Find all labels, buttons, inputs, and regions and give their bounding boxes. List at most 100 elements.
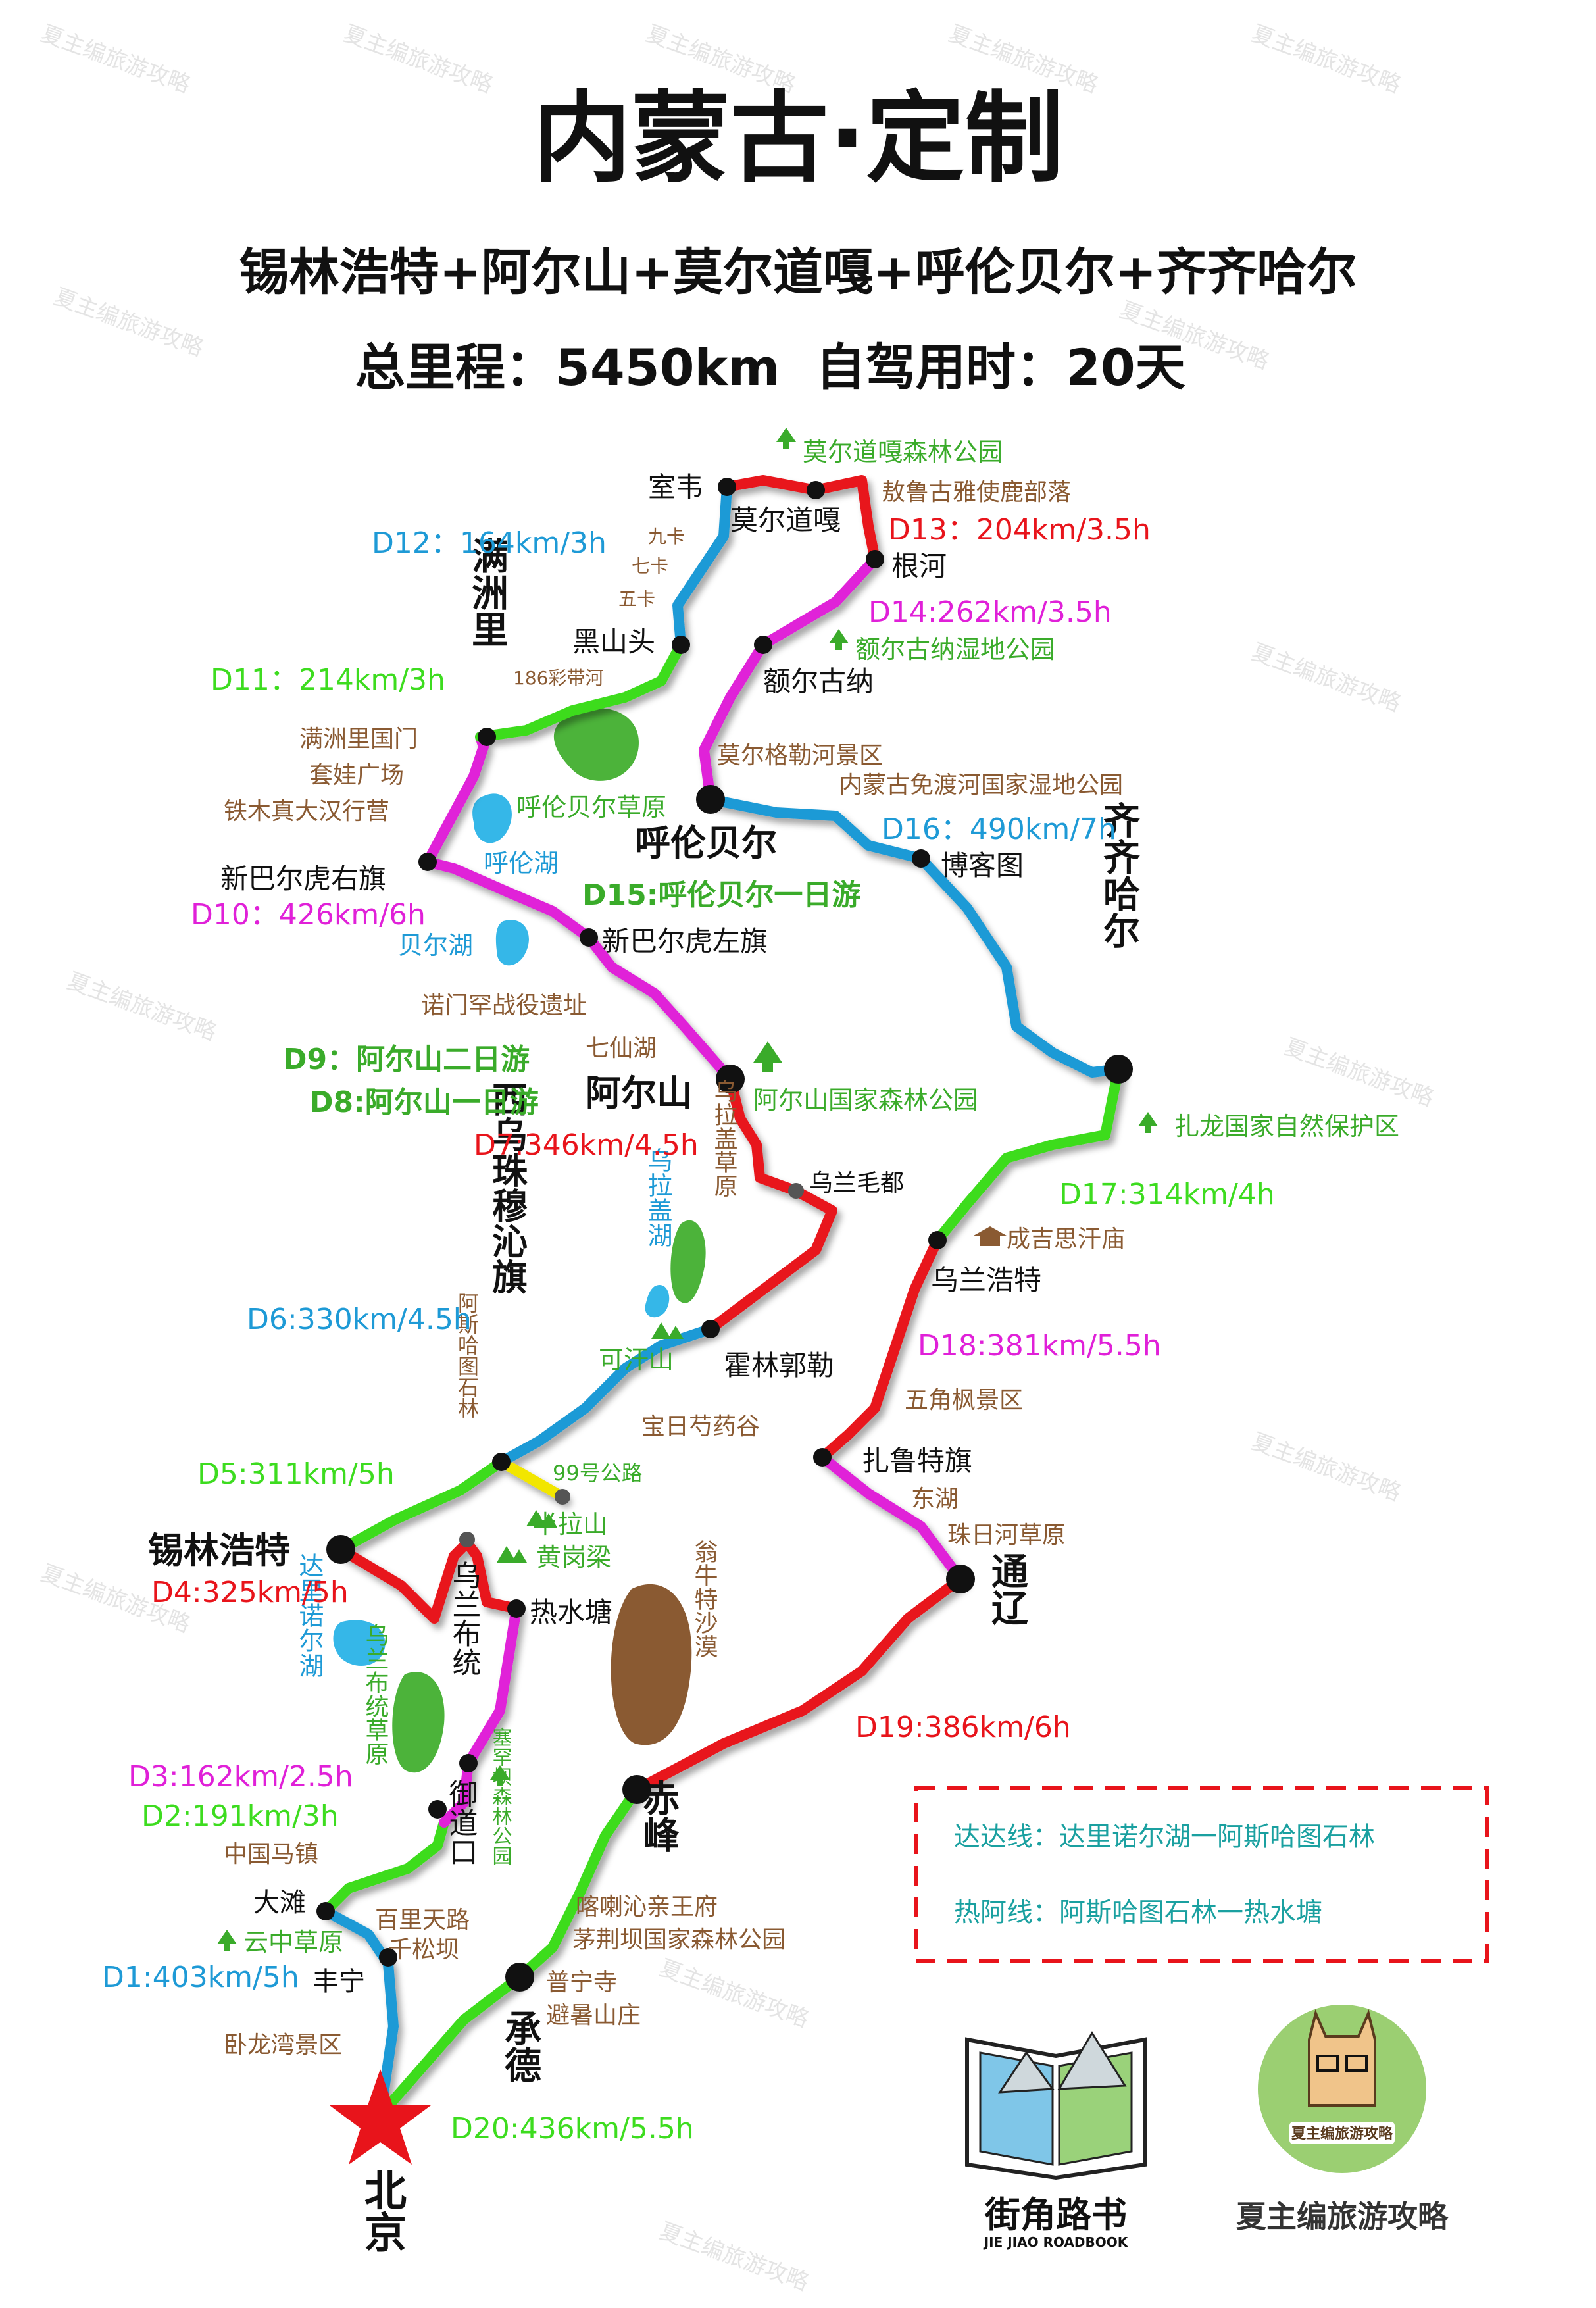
hulunbuir-grassland-shape	[553, 708, 639, 781]
scenic-wuka: 五卡	[618, 588, 655, 610]
day-d7: D7:346km/4.5h	[474, 1128, 699, 1162]
node-xiwu	[492, 1453, 511, 1471]
logo-jiejiao: 街角路书 JIE JIAO ROADBOOK	[965, 2031, 1147, 2250]
route-d12	[672, 482, 732, 650]
city-labels: 北京 承德 赤峰 通辽 锡林浩特 西乌珠穆沁旗 阿尔山 呼伦贝尔 满洲里 齐齐哈…	[148, 537, 1140, 2253]
city-xiwu: 西乌珠穆沁旗	[486, 1081, 528, 1294]
route-d14	[699, 554, 880, 805]
scenic-mianduhe: 内蒙古免渡河国家湿地公园	[839, 772, 1123, 799]
route-d16	[705, 794, 1124, 1078]
map-subtitle: 锡林浩特+阿尔山+莫尔道嘎+呼伦贝尔+齐齐哈尔	[239, 243, 1357, 301]
park-zhalong: 扎龙国家自然保护区	[1174, 1112, 1399, 1141]
route-road99	[496, 1457, 568, 1502]
scenic-qixianhu: 七仙湖	[586, 1035, 657, 1062]
legend-dada: 达达线：达里诺尔湖一阿斯哈图石林	[954, 1822, 1375, 1852]
scenic-tiemuzhen: 铁木真大汉行营	[224, 798, 389, 825]
town-genhe: 根河	[891, 550, 947, 582]
day-labels: D1:403km/5h D2:191km/3h D3:162km/2.5h D4…	[102, 513, 1275, 2145]
route-d2	[320, 1817, 449, 1917]
node-banlashan	[555, 1489, 570, 1505]
town-yudaokou: 御道口	[444, 1779, 478, 1866]
route-d4	[336, 1538, 522, 1624]
alpaca-icon	[1308, 2009, 1376, 2107]
park-yunzhong: 云中草原	[243, 1928, 343, 1957]
town-reshuitang: 热水塘	[530, 1596, 612, 1628]
route-d6	[496, 1324, 716, 1467]
lake-hulun: 呼伦湖	[484, 849, 559, 878]
node-layer	[316, 478, 1133, 1992]
node-yudaokou	[428, 1800, 447, 1819]
day-d2: D2:191km/3h	[141, 1799, 339, 1833]
scenic-caidai: 186彩带河	[513, 667, 603, 689]
node-moerdaoga	[807, 481, 825, 499]
scenic-wolongwan: 卧龙湾景区	[224, 2032, 342, 2059]
scenic-chengjisi: 成吉思汗庙	[1007, 1226, 1125, 1253]
node-datan	[316, 1902, 335, 1920]
node-erguna	[754, 636, 772, 654]
scenic-ashihatu: 阿斯哈图石林	[455, 1292, 480, 1418]
city-xilinhot: 锡林浩特	[148, 1530, 290, 1571]
node-wulanbutong	[459, 1754, 478, 1772]
wulagai-lake-shape	[645, 1285, 670, 1318]
tree-icon	[776, 428, 796, 449]
scenic-manzhouli-gate: 满洲里国门	[299, 726, 418, 753]
beijing-star-icon	[330, 2069, 431, 2165]
day-d12: D12：164km/3h	[372, 526, 607, 560]
scenic-wujiaofeng: 五角枫景区	[905, 1387, 1023, 1414]
svg-text:夏主编旅游攻略: 夏主编旅游攻略	[64, 968, 220, 1046]
town-fengning: 丰宁	[312, 1967, 365, 1997]
node-xinbaerhuyouqi	[418, 853, 437, 871]
town-heishantou: 黑山头	[572, 626, 655, 658]
route-d18	[817, 1235, 943, 1463]
scenic-baili: 百里天路	[375, 1907, 470, 1934]
day-d6: D6:330km/4.5h	[247, 1303, 472, 1336]
tree-icon	[829, 629, 849, 650]
node-ashihatu	[459, 1532, 475, 1547]
city-hulunbuir: 呼伦贝尔	[635, 822, 777, 864]
node-zhaluteqi	[813, 1448, 832, 1467]
lake-labels: 呼伦湖 贝尔湖 乌拉盖湖 达里诺尔湖	[295, 849, 672, 1678]
dalinuoer-lake-shape	[333, 1620, 386, 1666]
day-d17: D17:314km/4h	[1059, 1178, 1275, 1211]
day-d19: D19:386km/6h	[855, 1711, 1071, 1744]
day-d20: D20:436km/5.5h	[451, 2112, 694, 2145]
tree-icon	[217, 1930, 237, 1951]
node-genhe	[866, 550, 884, 568]
scenic-aoluguya: 敖鲁古雅使鹿部落	[882, 479, 1071, 506]
town-huolinguole: 霍林郭勒	[724, 1349, 834, 1382]
svg-text:夏主编旅游攻略: 夏主编旅游攻略	[51, 284, 207, 362]
town-moerdaoga: 莫尔道嘎	[730, 504, 841, 536]
svg-text:夏主编旅游攻略: 夏主编旅游攻略	[1248, 1428, 1404, 1507]
node-hulunbuir	[696, 785, 725, 814]
scenic-qika: 七卡	[632, 555, 668, 577]
buir-lake-shape	[495, 920, 529, 966]
day-d1: D1:403km/5h	[102, 1961, 299, 1994]
scenic-puning: 普宁寺	[546, 1969, 617, 1996]
node-heishantou	[672, 636, 690, 654]
node-xilinhot	[326, 1535, 355, 1564]
legend-rea: 热阿线：阿斯哈图石林一热水塘	[954, 1897, 1322, 1928]
day-d11: D11：214km/3h	[211, 663, 445, 697]
day-d5: D5:311km/5h	[197, 1457, 395, 1491]
town-xinbaerhuyouqi: 新巴尔虎右旗	[220, 863, 386, 895]
park-labels: 莫尔道嘎森林公园 额尔古纳湿地公园 呼伦贝尔草原 阿尔山国家森林公园 扎龙国家自…	[243, 438, 1399, 1957]
logo-xiazhu-badge: 夏主编旅游攻略	[1291, 2125, 1393, 2142]
town-labels: 丰宁 大滩 御道口 乌兰布统 热水塘 霍林郭勒 乌兰毛都 新巴尔虎左旗 新巴尔虎…	[220, 471, 1041, 1997]
route-d11a	[422, 732, 489, 867]
city-manzhouli: 满洲里	[466, 537, 509, 647]
city-chengde: 承德	[499, 2009, 541, 2083]
town-zhaluteqi: 扎鲁特旗	[862, 1445, 972, 1477]
tree-icon	[753, 1041, 782, 1072]
scenic-maojingba: 茅荆坝国家森林公园	[572, 1926, 786, 1953]
node-wulanhaote	[928, 1231, 947, 1249]
route-layer	[320, 475, 1124, 2120]
svg-text:夏主编旅游攻略: 夏主编旅游攻略	[340, 20, 496, 99]
route-d20	[375, 1784, 642, 2120]
node-wulanmaodu	[788, 1183, 804, 1199]
scenic-nuomenhan: 诺门罕战役遗址	[421, 992, 587, 1019]
mountain-icons	[497, 1322, 684, 1563]
node-chifeng	[622, 1775, 651, 1804]
park-moerdaoga-forest: 莫尔道嘎森林公园	[803, 438, 1003, 466]
day-d16: D16：490km/7h	[882, 813, 1116, 846]
